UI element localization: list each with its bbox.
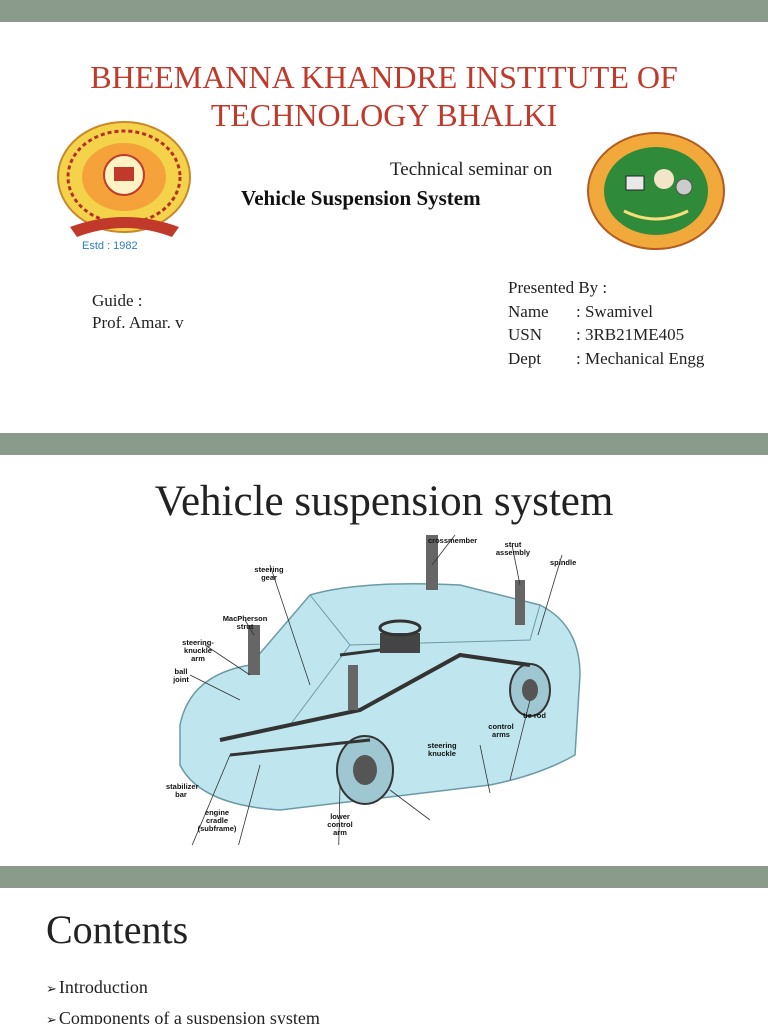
label-steering-knuckle: steering knuckle — [427, 741, 457, 758]
label-tie-rod: tie rod — [523, 711, 546, 720]
slide2-title: Vehicle suspension system — [154, 478, 614, 525]
label-spindle: spindle — [550, 558, 577, 567]
guide-block: Guide : Prof. Amar. v — [92, 290, 184, 334]
label-control-arms: control arms — [488, 722, 514, 739]
university-logo — [587, 132, 725, 250]
label-crossmember: crossmember — [428, 536, 478, 545]
presenter-row: Dept : Mechanical Engg — [508, 347, 704, 371]
label-steering-knuckle-arm: steering-knuckle arm — [182, 638, 214, 663]
label-lower-control-arm: lower control arm — [327, 812, 353, 837]
label-strut-assembly: strut assembly — [495, 540, 531, 557]
row-value: : 3RB21ME405 — [576, 325, 685, 344]
seminar-intro: Technical seminar on — [390, 159, 553, 180]
row-value: : Swamivel — [576, 301, 653, 321]
slide-separator — [0, 433, 768, 455]
estd-text: Estd : 1982 — [82, 240, 138, 252]
contents-title: Contents — [46, 907, 189, 952]
institute-line-2: TECHNOLOGY BHALKI — [210, 97, 558, 133]
institute-line-1: BHEEMANNA KHANDRE INSTITUTE OF — [90, 59, 678, 95]
guide-name: Prof. Amar. v — [92, 313, 184, 332]
presented-by-label: Presented By : — [508, 278, 608, 297]
presenter-row: USN : 3RB21ME405 — [508, 323, 704, 347]
institute-title: BHEEMANNA KHANDRE INSTITUTE OF TECHNOLOG… — [0, 58, 768, 134]
college-logo — [57, 121, 191, 237]
slide-contents: Contents Introduction Components of a su… — [0, 888, 768, 1024]
label-macpherson-strut: MacPherson strut — [222, 614, 268, 631]
list-item: Components of a suspension system — [46, 1004, 320, 1024]
top-band — [0, 0, 768, 22]
contents-list: Introduction Components of a suspension … — [46, 973, 320, 1024]
presenter-block: Presented By : Name : Swamivel USN : 3RB21… — [508, 276, 704, 370]
car-suspension-diagram — [179, 534, 581, 845]
row-value: : Mechanical Engg — [576, 348, 705, 368]
presenter-row: Name : Swamivel — [508, 300, 704, 324]
label-steering-gear: steering gear — [254, 565, 284, 582]
slide-separator — [0, 866, 768, 888]
label-engine-cradle: engine cradle (subframe) — [197, 808, 237, 833]
label-stabilizer-bar: stabilizer bar — [166, 782, 199, 799]
slide-suspension: Vehicle suspension system — [0, 455, 768, 867]
label-ball-joint: ball joint — [173, 667, 189, 684]
list-item: Introduction — [46, 973, 320, 1004]
row-key: Name — [508, 301, 549, 321]
seminar-title: Vehicle Suspension System — [241, 186, 481, 210]
row-key: Dept — [508, 348, 542, 368]
row-key: USN — [508, 325, 543, 344]
slide-title: BHEEMANNA KHANDRE INSTITUTE OF TECHNOLOG… — [0, 0, 768, 433]
guide-label: Guide : — [92, 291, 143, 310]
